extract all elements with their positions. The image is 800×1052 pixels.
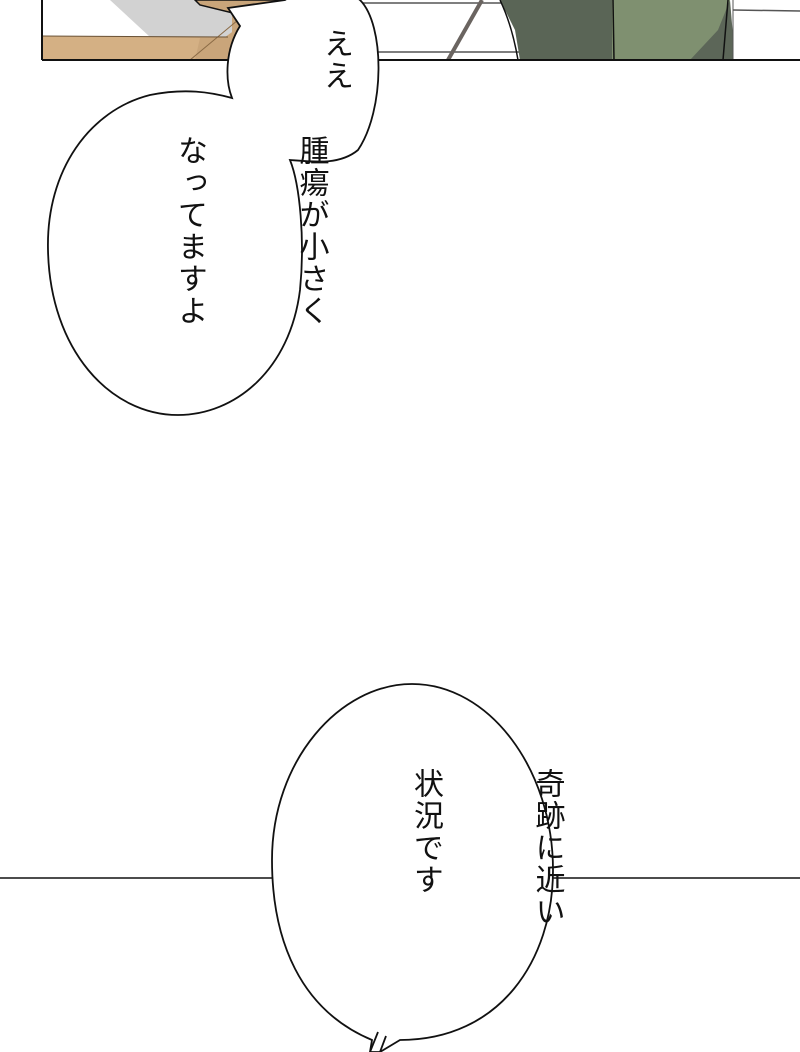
speech-bubble-lower: [271, 683, 554, 1052]
bubble-2-line-1: 腫瘍が小さく: [293, 135, 329, 327]
bubble-1-text: ええ: [274, 28, 436, 102]
bubble-2-line-2: なってますよ: [172, 135, 207, 327]
bubble-3-line-1: 奇跡に近い: [529, 768, 565, 928]
bubble-1-line-1: ええ: [318, 28, 353, 92]
speech-bubble-upper: [47, 0, 380, 416]
bubble-3-text: 奇跡に近い 状況です: [364, 768, 648, 928]
bubble-3-line-2: 状況です: [408, 768, 443, 896]
bubble-2-text: 腫瘍が小さく なってますよ: [128, 135, 412, 327]
right-scene: [360, 0, 800, 61]
